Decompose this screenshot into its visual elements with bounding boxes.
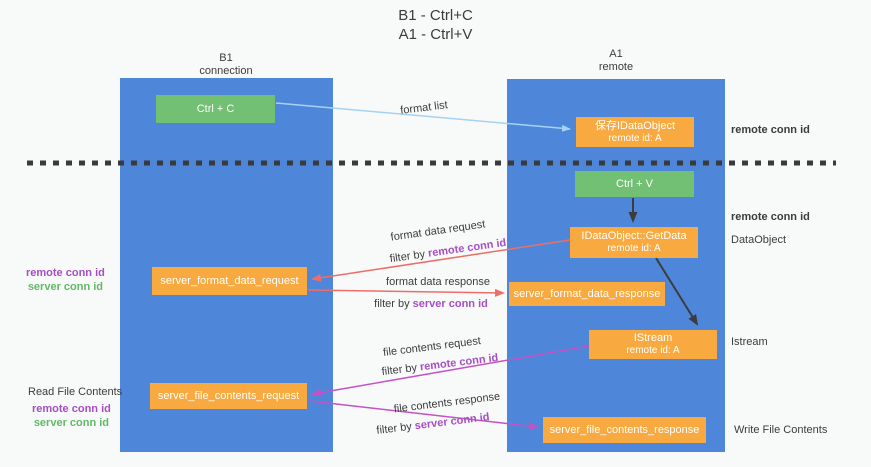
- left-server-conn-id-annotation-2: server conn id: [33, 417, 110, 429]
- save-dataobject-line2: remote id: A: [608, 132, 662, 144]
- server-format-data-request-node: server_format_data_request: [152, 267, 307, 295]
- left-remote-conn-id-annotation-1: remote conn id: [26, 267, 105, 279]
- format-data-request-label: format data request: [389, 218, 487, 244]
- getdata-line2: remote id: A: [607, 243, 661, 254]
- getdata-line1: IDataObject::GetData: [581, 230, 687, 242]
- format-data-response-label: format data response: [386, 276, 490, 288]
- server-file-contents-request-label: server_file_contents_request: [157, 390, 300, 402]
- right-remote-conn-id-annotation-1: remote conn id: [731, 124, 810, 136]
- istream-annotation: Istream: [731, 336, 768, 348]
- read-file-contents-annotation: Read File Contents: [28, 386, 123, 398]
- ctrl-v-label: Ctrl + V: [616, 178, 653, 190]
- server-conn-id-text: server conn id: [412, 298, 488, 310]
- left-remote-conn-id-annotation-2: remote conn id: [32, 403, 111, 415]
- istream-line1: IStream: [633, 332, 673, 344]
- ctrl-c-node: Ctrl + C: [156, 95, 275, 123]
- diagram-title: B1 - Ctrl+C A1 - Ctrl+V: [0, 6, 871, 44]
- getdata-node: IDataObject::GetData remote id: A: [570, 227, 698, 258]
- remote-conn-id-text: remote conn id: [419, 351, 499, 374]
- ctrl-c-label: Ctrl + C: [196, 103, 235, 115]
- server-file-contents-response-label: server_file_contents_response: [549, 424, 700, 436]
- format-response-filter-label: filter by server conn id: [374, 298, 488, 310]
- title-line-2: A1 - Ctrl+V: [398, 26, 473, 43]
- left-column-role: connection: [199, 65, 253, 77]
- filter-by-text: filter by: [375, 420, 416, 437]
- left-column-header: B1 connection: [199, 52, 252, 78]
- ctrl-v-node: Ctrl + V: [575, 171, 694, 197]
- save-dataobject-line1: 保存IDataObject: [594, 119, 676, 132]
- right-column-header: A1 remote: [599, 48, 633, 74]
- server-format-data-response-node: server_format_data_response: [509, 282, 665, 306]
- save-dataobject-node: 保存IDataObject remote id: A: [576, 117, 694, 147]
- file-response-filter-label: filter by server conn id: [376, 411, 490, 437]
- right-column-name: A1: [609, 48, 623, 60]
- left-server-conn-id-annotation-1: server conn id: [27, 281, 104, 293]
- filter-by-text: filter by: [374, 298, 413, 310]
- write-file-contents-annotation: Write File Contents: [734, 424, 828, 436]
- server-file-contents-response-node: server_file_contents_response: [543, 417, 706, 443]
- server-format-data-request-label: server_format_data_request: [160, 275, 299, 287]
- right-column-role: remote: [598, 61, 634, 73]
- dataobject-annotation: DataObject: [731, 234, 787, 246]
- format-list-label: format list: [399, 99, 449, 117]
- filter-by-text: filter by: [381, 361, 421, 379]
- server-conn-id-text: server conn id: [414, 411, 491, 433]
- right-remote-conn-id-annotation-2: remote conn id: [731, 211, 810, 223]
- title-line-1: B1 - Ctrl+C: [398, 7, 473, 24]
- remote-conn-id-text: remote conn id: [427, 236, 507, 260]
- filter-by-text: filter by: [389, 247, 429, 266]
- format-data-response-arrow: [307, 288, 505, 297]
- server-format-data-response-label: server_format_data_response: [513, 288, 661, 300]
- server-file-contents-request-node: server_file_contents_request: [150, 383, 307, 409]
- istream-node: IStream remote id: A: [589, 330, 717, 359]
- left-conn-id-annotation-group-1: remote conn id server conn id: [26, 266, 105, 294]
- left-conn-id-annotation-group-2: remote conn id server conn id: [32, 402, 111, 430]
- left-column-name: B1: [219, 52, 233, 64]
- istream-line2: remote id: A: [626, 345, 680, 356]
